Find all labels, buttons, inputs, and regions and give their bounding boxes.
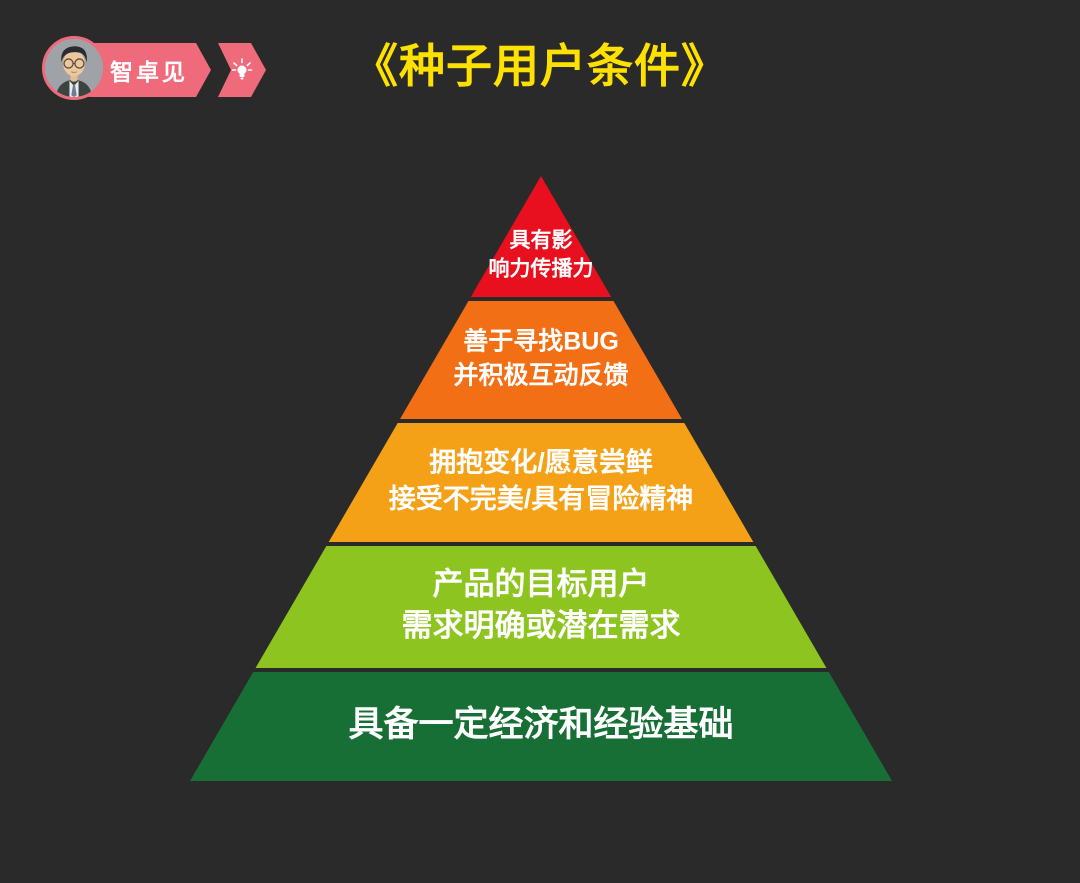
pyramid-level-3-label-line-1: 拥抱变化/愿意尝鲜 [429,446,653,477]
page-title: 《种子用户条件》 [352,40,728,92]
badge-pill-point [196,43,211,97]
avatar [42,36,106,100]
pyramid-level-5-label-line-1: 具备一定经济和经验基础 [348,705,733,744]
pyramid-level-1-label-line-2: 响力传播力 [489,257,594,281]
author-badge: 智卓见 [42,34,272,104]
pyramid-level-2 [400,301,682,419]
pyramid-level-3 [328,423,754,542]
pyramid-level-4 [255,546,827,668]
lightbulb-icon [231,57,253,83]
badge-label: 智卓见 [110,59,188,85]
pyramid-level-4-label-line-1: 产品的目标用户 [433,566,650,601]
pyramid-level-2-label-line-1: 善于寻找BUG [463,328,619,356]
avatar-illustration [45,39,103,97]
pyramid-level-3-label-line-2: 接受不完美/具有冒险精神 [389,483,694,514]
pyramid-level-1-label-line-1: 具有影 [510,228,573,252]
pyramid-level-2-label-line-2: 并积极互动反馈 [453,360,628,389]
pyramid-level-5 [190,672,892,781]
pyramid-level-4-label-line-2: 需求明确或潜在需求 [402,608,681,643]
pyramid-level-1 [470,176,612,297]
